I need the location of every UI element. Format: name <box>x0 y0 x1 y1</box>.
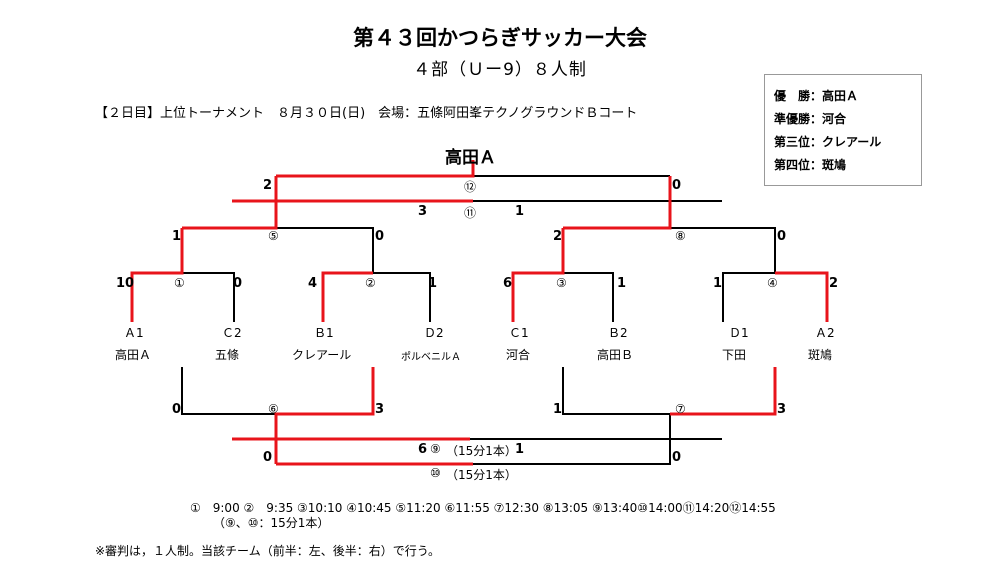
referee-footnote: ※審判は，１人制。当該チーム（前半：左、後半：右）で行う。 <box>95 544 440 558</box>
m7-score-left: 1 <box>553 402 563 417</box>
m4-score-left: 1 <box>713 276 723 291</box>
result-value: クレアール <box>822 135 882 149</box>
m12-number: ⑫ <box>464 180 477 194</box>
page-subtitle: ４部（Ｕー9）８人制 <box>413 60 587 80</box>
team-seed: Ｃ2 <box>222 326 242 340</box>
team-name: 五條 <box>215 348 240 362</box>
m11-score-left: 3 <box>418 204 428 219</box>
line-m6-winner <box>274 367 375 464</box>
team-name: 斑鳩 <box>808 348 833 362</box>
line-m3-loser <box>563 272 614 322</box>
m5-number: ⑤ <box>268 229 279 243</box>
m7-number: ⑦ <box>675 402 686 416</box>
team-seed: Ａ2 <box>815 326 835 340</box>
line-m7-loser <box>562 367 670 415</box>
line-m4-loser <box>722 272 775 322</box>
m4-score-right: 2 <box>829 276 839 291</box>
result-row-3: 第三位：クレアール <box>774 133 881 150</box>
line-m10-loser <box>473 414 671 465</box>
results-box: 優 勝：高田Ａ 準優勝：河合 第三位：クレアール 第四位：斑鳩 <box>764 74 922 186</box>
line-m8-winner <box>563 176 672 230</box>
line-m2-winner <box>321 271 373 322</box>
m9-score-right: 1 <box>515 442 525 457</box>
m11-number: ⑪ <box>464 206 477 220</box>
m2-number: ② <box>365 276 376 290</box>
m4-number: ④ <box>767 276 778 290</box>
team-name: 高田Ｂ <box>597 348 634 362</box>
m8-number: ⑧ <box>675 229 686 243</box>
m5-score-left: 1 <box>172 229 182 244</box>
line-m1-loser <box>182 272 235 322</box>
m8-score-left: 2 <box>553 229 563 244</box>
m10-note: （15分1本） <box>446 468 517 482</box>
m7-score-right: 3 <box>777 402 787 417</box>
result-label: 第三位： <box>774 135 823 149</box>
result-value: 河合 <box>822 112 847 126</box>
m9-score-left: 6 <box>418 442 428 457</box>
team-name: 高田Ａ <box>115 348 152 362</box>
m9-number: ⑨ <box>430 442 441 456</box>
result-row-2: 準優勝：河合 <box>774 110 846 127</box>
result-label: 準優勝： <box>774 112 823 126</box>
m3-score-right: 1 <box>617 276 627 291</box>
page-title: 第４３回かつらぎサッカー大会 <box>353 26 647 50</box>
team-seed: Ｃ1 <box>509 326 529 340</box>
team-seed: Ｂ2 <box>608 326 628 340</box>
m3-number: ③ <box>556 276 567 290</box>
m6-score-right: 3 <box>375 402 385 417</box>
m10-score-right: 0 <box>672 450 682 465</box>
result-label: 優 勝： <box>774 89 823 103</box>
team-name: 下田 <box>722 348 747 362</box>
schedule-note: （⑨、⑩：15分1本） <box>213 516 330 530</box>
line-m5-winner <box>182 176 278 230</box>
m6-score-left: 0 <box>172 402 182 417</box>
m1-score-left: 10 <box>116 276 135 291</box>
m11-score-right: 1 <box>515 204 525 219</box>
m8-score-right: 0 <box>777 229 787 244</box>
line-m4-winner <box>775 271 829 322</box>
m1-score-right: 0 <box>233 276 243 291</box>
line-m5-loser <box>276 227 374 273</box>
line-m3-winner <box>511 228 565 322</box>
m2-score-left: 4 <box>308 276 318 291</box>
m12-score-right: 0 <box>672 178 682 193</box>
m2-score-right: 1 <box>428 276 438 291</box>
team-seed: Ｂ1 <box>314 326 334 340</box>
line-m7-winner <box>670 367 777 416</box>
champion-label: 高田Ａ <box>445 148 496 168</box>
m6-number: ⑥ <box>268 402 279 416</box>
result-value: 斑鳩 <box>822 158 847 172</box>
team-name: ポルベニルＡ <box>401 352 461 363</box>
result-row-1: 優 勝：高田Ａ <box>774 87 858 104</box>
team-seed: Ａ1 <box>124 326 144 340</box>
m1-number: ① <box>174 276 185 290</box>
m10-score-left: 0 <box>263 450 273 465</box>
team-name: 河合 <box>506 348 531 362</box>
match-schedule: ① 9:00 ② 9:35 ③10:10 ④10:45 ⑤11:20 ⑥11:5… <box>190 501 776 515</box>
m9-note: （15分1本） <box>446 444 517 458</box>
line-m6-loser <box>181 367 276 415</box>
team-seed: Ｄ1 <box>729 326 749 340</box>
m5-score-right: 0 <box>375 229 385 244</box>
m12-score-left: 2 <box>263 178 273 193</box>
result-row-4: 第四位：斑鳩 <box>774 156 846 173</box>
result-label: 第四位： <box>774 158 823 172</box>
m10-number: ⑩ <box>430 466 441 480</box>
team-name: クレアール <box>292 348 352 362</box>
line-m8-loser <box>670 227 776 273</box>
team-seed: Ｄ2 <box>424 326 444 340</box>
result-value: 高田Ａ <box>822 89 859 103</box>
line-m1-winner <box>130 228 184 322</box>
event-info: 【２日目】上位トーナメント ８月３０日(日) 会場：五條阿田峯テクノグラウンドＢ… <box>95 106 638 121</box>
m3-score-left: 6 <box>503 276 513 291</box>
line-m2-loser <box>373 272 431 322</box>
line-m12-winner <box>276 160 475 178</box>
